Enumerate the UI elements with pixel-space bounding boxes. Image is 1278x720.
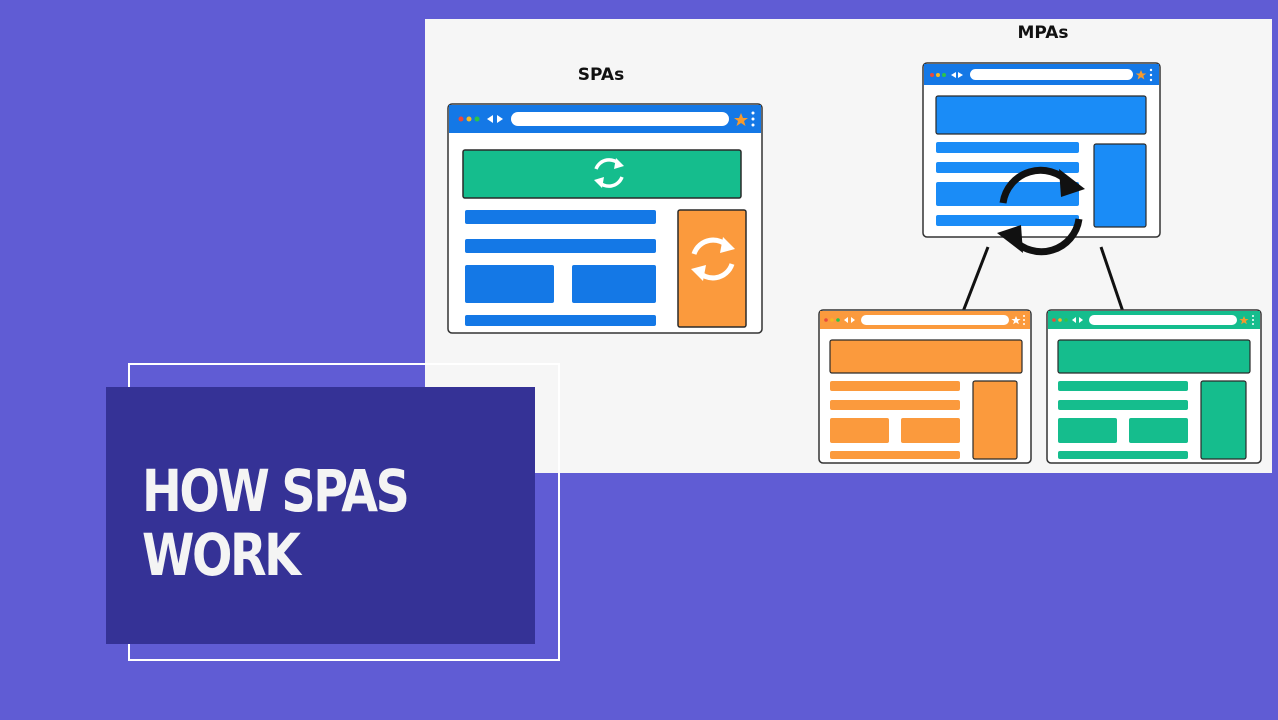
kebab-menu-icon	[1252, 315, 1254, 325]
green-header-block	[1057, 339, 1251, 374]
green-sidebar-block	[1200, 380, 1247, 460]
title-line-1: HOW SPAS	[142, 457, 410, 525]
spa-content-line	[465, 210, 656, 224]
mpa-label: MPAs	[1017, 23, 1068, 43]
back-forward-icon	[951, 72, 963, 78]
title-line-2: WORK	[142, 521, 301, 589]
window-dots-icon	[1052, 318, 1068, 322]
spa-sidebar-block	[677, 209, 747, 328]
mpa-browser-window	[922, 62, 1161, 238]
spa-content-line	[465, 239, 656, 253]
mpa-orange-page	[818, 309, 1032, 464]
green-content-line	[1058, 381, 1188, 391]
orange-content-card	[901, 418, 960, 443]
kebab-menu-icon	[1023, 315, 1025, 325]
orange-content-card	[830, 418, 889, 443]
spa-label: SPAs	[578, 65, 624, 85]
spa-browser-window	[447, 103, 763, 334]
spa-content-line	[465, 315, 656, 326]
back-forward-icon	[1072, 317, 1083, 323]
star-icon	[1135, 70, 1147, 80]
mpa-content-line	[936, 142, 1079, 153]
spa-address-bar	[511, 112, 729, 126]
back-forward-icon	[487, 115, 503, 123]
window-dots-icon	[824, 318, 840, 322]
star-icon	[1011, 316, 1021, 325]
mpa-address-bar	[970, 69, 1133, 80]
window-dots-icon	[930, 73, 946, 77]
reload-cycle-icon	[997, 166, 1085, 256]
kebab-menu-icon	[751, 111, 755, 127]
green-content-card	[1058, 418, 1117, 443]
refresh-icon	[691, 237, 735, 281]
spa-mpa-diagram: SPAs MPAs	[447, 23, 1262, 464]
orange-header-block	[829, 339, 1023, 374]
spa-header-block	[462, 149, 742, 199]
spa-content-card	[465, 265, 554, 303]
orange-address-bar	[861, 315, 1009, 325]
mpa-sidebar-block	[1093, 143, 1147, 228]
mpa-green-page	[1046, 309, 1262, 464]
spa-content-card	[572, 265, 656, 303]
window-dots-icon	[458, 116, 480, 122]
slide-title: HOW SPAS WORK	[142, 457, 410, 589]
orange-content-line	[830, 451, 960, 459]
orange-sidebar-block	[972, 380, 1018, 460]
orange-content-line	[830, 381, 960, 391]
title-box: HOW SPAS WORK	[106, 387, 535, 644]
star-icon	[1239, 316, 1249, 325]
green-content-card	[1129, 418, 1188, 443]
star-icon	[734, 113, 748, 126]
diagram-panel: SPAs MPAs	[425, 19, 1272, 473]
green-content-line	[1058, 451, 1188, 459]
refresh-icon	[594, 158, 624, 188]
mpa-header-block	[935, 95, 1147, 135]
green-content-line	[1058, 400, 1188, 410]
kebab-menu-icon	[1149, 68, 1153, 82]
back-forward-icon	[844, 317, 855, 323]
orange-content-line	[830, 400, 960, 410]
mpa-content-line	[936, 215, 1079, 226]
green-address-bar	[1089, 315, 1237, 325]
